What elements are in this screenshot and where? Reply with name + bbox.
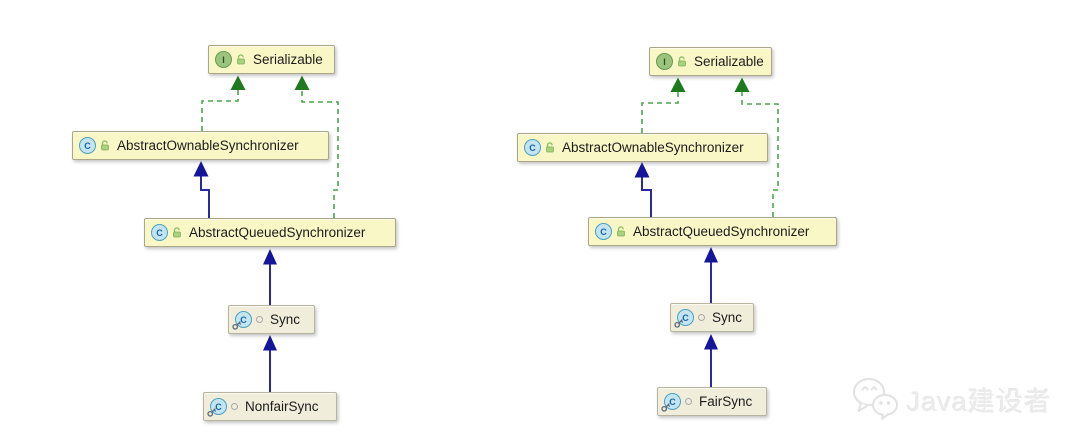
extends-arrowhead (263, 335, 277, 351)
extends-arrowhead (193, 161, 209, 177)
lock-icon (237, 54, 245, 65)
class-node-abstract-ownable-synchronizer[interactable]: C AbstractOwnableSynchronizer (72, 131, 329, 160)
class-icon: C (595, 223, 612, 240)
package-private-icon (256, 316, 263, 323)
class-node-sync[interactable]: C Sync (228, 305, 315, 334)
package-private-icon (685, 398, 692, 405)
node-label: FairSync (699, 394, 753, 409)
class-node-fairsync[interactable]: C FairSync (657, 387, 767, 416)
class-node-sync[interactable]: C Sync (670, 303, 754, 332)
node-label: AbstractOwnableSynchronizer (117, 138, 299, 153)
nested-class-key-icon: C (674, 309, 694, 328)
extends-edge-aqs-aos (200, 176, 210, 218)
package-private-icon (698, 314, 705, 321)
class-node-abstract-queued-synchronizer[interactable]: C AbstractQueuedSynchronizer (144, 218, 396, 247)
lock-icon (173, 227, 181, 238)
class-icon: C (524, 139, 541, 156)
node-label: AbstractQueuedSynchronizer (633, 224, 810, 239)
lock-icon (617, 226, 625, 237)
class-node-nonfairsync[interactable]: C NonfairSync (203, 392, 337, 421)
implements-edge-aos-serializable (201, 90, 239, 131)
package-private-icon (231, 403, 238, 410)
extends-arrowhead (704, 247, 718, 263)
watermark: Java建设者 (852, 377, 1052, 421)
lock-icon (546, 142, 554, 153)
implements-edge-aqs-serializable (741, 92, 779, 217)
class-node-abstract-queued-synchronizer[interactable]: C AbstractQueuedSynchronizer (588, 217, 837, 246)
extends-arrowhead (634, 162, 650, 178)
lock-icon (678, 56, 686, 67)
node-label: Serializable (253, 52, 323, 67)
interface-icon: I (215, 51, 232, 68)
watermark-text: Java建设者 (907, 386, 1053, 417)
nested-class-key-icon: C (207, 398, 227, 417)
lock-icon (101, 140, 109, 151)
interface-node-serializable[interactable]: I Serializable (208, 45, 335, 74)
extends-arrowhead (704, 334, 718, 350)
interface-icon: I (656, 53, 673, 70)
wechat-icon (853, 378, 898, 420)
implements-arrowhead (734, 77, 750, 92)
implements-arrowhead (230, 75, 246, 90)
class-icon: C (79, 137, 96, 154)
implements-arrowhead (294, 75, 310, 90)
node-label: Sync (270, 312, 301, 327)
implements-edge-aos-serializable (641, 92, 679, 133)
nested-class-key-icon: C (232, 311, 252, 330)
interface-node-serializable[interactable]: I Serializable (649, 47, 772, 76)
node-label: AbstractQueuedSynchronizer (189, 225, 366, 240)
node-label: NonfairSync (245, 399, 319, 414)
implements-edge-aqs-serializable (301, 90, 339, 218)
extends-arrowhead (263, 249, 277, 265)
nested-class-key-icon: C (661, 393, 681, 412)
class-node-abstract-ownable-synchronizer[interactable]: C AbstractOwnableSynchronizer (517, 133, 768, 162)
implements-arrowhead (670, 77, 686, 92)
extends-edge-aqs-aos (641, 177, 652, 217)
node-label: AbstractOwnableSynchronizer (562, 140, 744, 155)
node-label: Serializable (694, 54, 764, 69)
node-label: Sync (712, 310, 743, 325)
class-icon: C (151, 224, 168, 241)
